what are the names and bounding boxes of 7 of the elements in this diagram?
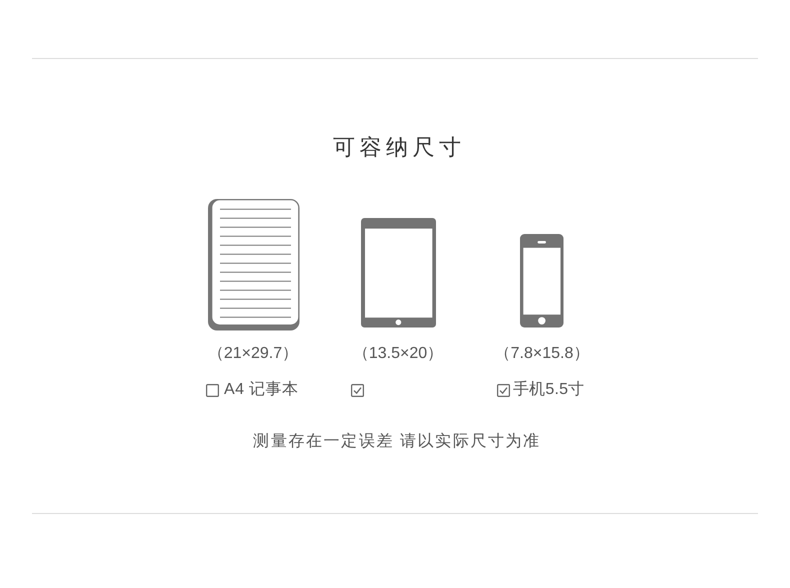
item-label: 手机5.5寸 [513, 380, 584, 400]
note-text: 测量存在一定误差 请以实际尺寸为准 [253, 432, 541, 452]
size-label: （7.8×15.8） [494, 344, 590, 364]
size-label: （13.5×20） [352, 344, 444, 364]
heading: 可容纳尺寸 [332, 134, 466, 160]
item-label: A4 记事本 [224, 380, 298, 400]
size-label: （21×29.7） [208, 344, 298, 364]
